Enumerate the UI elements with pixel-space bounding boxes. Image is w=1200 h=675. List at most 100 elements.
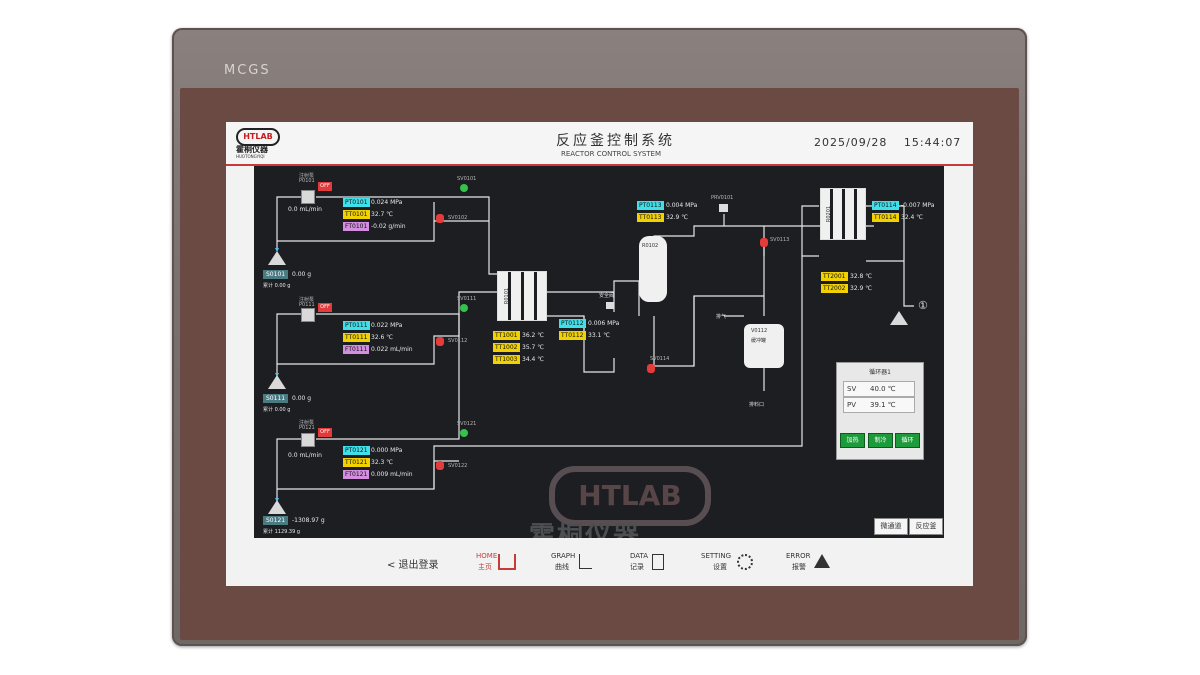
nav-error-en: ERROR bbox=[786, 552, 811, 560]
nav-setting-cn: 设置 bbox=[713, 563, 727, 571]
pv-row: PV 39.1 ℃ bbox=[843, 397, 915, 413]
valve-label-sv0102: SV0102 bbox=[448, 215, 468, 221]
valve-closed-icon[interactable] bbox=[760, 238, 768, 247]
micro-channel-button[interactable]: 微通道 bbox=[874, 518, 908, 535]
date-display: 2025/09/28 bbox=[814, 136, 888, 149]
ft-value-3: 0.009 mL/min bbox=[371, 471, 413, 478]
ft-value-1: -0.02 g/min bbox=[371, 223, 406, 230]
hmi-screen: HTLAB 霍桐仪器 HUOTONGYIQI 反应釜控制系统 REACTOR C… bbox=[226, 122, 973, 586]
reactor-button[interactable]: 反应釜 bbox=[909, 518, 943, 535]
pump-flow-1: 0.0 mL/min bbox=[288, 206, 322, 213]
pump-switch-1[interactable]: OFF bbox=[318, 182, 332, 191]
nav-graph[interactable]: GRAPH 曲线 bbox=[551, 552, 593, 574]
logo-cn: 霍桐仪器 bbox=[236, 145, 268, 154]
pump-switch-2[interactable]: OFF bbox=[318, 303, 332, 312]
home-icon bbox=[498, 554, 516, 570]
cycle-button[interactable]: 循环 bbox=[895, 433, 920, 448]
tt-tag-2: TT0111 bbox=[343, 333, 370, 342]
valve-closed-icon[interactable] bbox=[647, 364, 655, 373]
tt-value-2: 32.6 ℃ bbox=[371, 334, 394, 341]
pump-label-3: 注射泵 bbox=[299, 420, 315, 426]
valve-label-sv0122: SV0122 bbox=[448, 463, 468, 469]
flask-icon bbox=[890, 311, 908, 325]
pump-id-3: P0121 bbox=[299, 425, 315, 431]
tt0113-tag: TT0113 bbox=[637, 213, 664, 222]
scale-total-1: 累计 0.00 g bbox=[263, 283, 291, 289]
ft-tag-1: FT0101 bbox=[343, 222, 370, 231]
pump-id-2: P0111 bbox=[299, 302, 315, 308]
nav-home-en: HOME bbox=[476, 552, 498, 560]
exhaust-label: 排气 bbox=[716, 314, 727, 320]
header-divider bbox=[226, 164, 973, 166]
valve-closed-icon[interactable] bbox=[436, 214, 444, 223]
warning-icon bbox=[814, 554, 830, 568]
logout-button[interactable]: < 退出登录 bbox=[387, 560, 439, 571]
company-logo: HTLAB 霍桐仪器 HUOTONGYIQI bbox=[236, 128, 280, 159]
datetime: 2025/09/28 15:44:07 bbox=[814, 136, 961, 149]
nav-home[interactable]: HOME 主页 bbox=[476, 552, 518, 574]
pump-label-1: 注射泵 bbox=[299, 173, 315, 179]
flask-icon bbox=[268, 251, 286, 265]
tt1001-tag: TT1001 bbox=[493, 331, 520, 340]
valve-open-icon[interactable] bbox=[460, 184, 468, 192]
pump-icon[interactable] bbox=[301, 433, 315, 447]
gear-icon bbox=[737, 554, 753, 570]
tt1001-value: 36.2 ℃ bbox=[522, 332, 545, 339]
sv-label: SV bbox=[847, 385, 857, 393]
sv-row: SV 40.0 ℃ bbox=[843, 381, 915, 397]
scale-tag-2: S0111 bbox=[263, 394, 289, 403]
scale-value-1: 0.00 g bbox=[292, 271, 312, 278]
tt1003-value: 34.4 ℃ bbox=[522, 356, 545, 363]
vessel-r0102-label: R0102 bbox=[642, 243, 659, 249]
bottom-nav: < 退出登录 HOME 主页 GRAPH 曲线 DATA 记录 SETTING … bbox=[226, 538, 973, 586]
scale-total-3: 累计 1129.39 g bbox=[263, 529, 301, 535]
nav-home-cn: 主页 bbox=[478, 563, 492, 571]
pv-label: PV bbox=[847, 401, 857, 409]
valve-open-icon[interactable] bbox=[460, 429, 468, 437]
prv-label: PRV0101 bbox=[711, 195, 734, 201]
buffer-tank[interactable] bbox=[744, 324, 784, 368]
cool-button[interactable]: 制冷 bbox=[868, 433, 893, 448]
pump-switch-3[interactable]: OFF bbox=[318, 428, 332, 437]
tt2002-tag: TT2002 bbox=[821, 284, 848, 293]
valve-label-sv0114: SV0114 bbox=[650, 356, 670, 362]
pump-icon[interactable] bbox=[301, 190, 315, 204]
safety-valve-icon[interactable] bbox=[606, 302, 614, 309]
nav-data[interactable]: DATA 记录 bbox=[626, 552, 668, 574]
circulator-title: 循环器1 bbox=[869, 369, 891, 376]
vessel-r0102[interactable] bbox=[639, 236, 667, 302]
prv-valve-icon[interactable] bbox=[719, 204, 728, 212]
pt-value-3: 0.000 MPa bbox=[371, 447, 403, 454]
valve-label-sv0112: SV0112 bbox=[448, 338, 468, 344]
pump-icon[interactable] bbox=[301, 308, 315, 322]
valve-closed-icon[interactable] bbox=[436, 461, 444, 470]
tt1003-tag: TT1003 bbox=[493, 355, 520, 364]
page-subtitle: REACTOR CONTROL SYSTEM bbox=[561, 150, 662, 158]
pt0112-tag: PT0112 bbox=[559, 319, 586, 328]
scale-tag-1: S0101 bbox=[263, 270, 289, 279]
scale-total-2: 累计 0.00 g bbox=[263, 407, 291, 413]
tt-tag-3: TT0121 bbox=[343, 458, 370, 467]
valve-label-sv0101: SV0101 bbox=[457, 176, 477, 182]
reactor-r0101[interactable] bbox=[497, 271, 547, 321]
pump-flow-3: 0.0 mL/min bbox=[288, 452, 322, 459]
scale-value-3: -1308.97 g bbox=[292, 517, 325, 524]
sv-value[interactable]: 40.0 ℃ bbox=[870, 385, 896, 393]
nav-graph-en: GRAPH bbox=[551, 552, 576, 560]
logo-badge: HTLAB bbox=[236, 128, 280, 146]
reactor-r0201[interactable] bbox=[820, 188, 866, 240]
scale-tag-3: S0121 bbox=[263, 516, 289, 525]
tt-value-3: 32.3 ℃ bbox=[371, 459, 394, 466]
heat-button[interactable]: 加热 bbox=[840, 433, 865, 448]
pt-value-2: 0.022 MPa bbox=[371, 322, 403, 329]
valve-open-icon[interactable] bbox=[460, 304, 468, 312]
nav-error[interactable]: ERROR 报警 bbox=[786, 552, 836, 574]
pipe-lines bbox=[275, 196, 914, 502]
buffer-outlet-label: 排料口 bbox=[749, 402, 765, 408]
pt-tag-1: PT0101 bbox=[343, 198, 370, 207]
valve-closed-icon[interactable] bbox=[436, 337, 444, 346]
circulator-panel: 循环器1 SV 40.0 ℃ PV 39.1 ℃ 加热 制冷 循环 bbox=[836, 362, 924, 460]
pt-tag-3: PT0121 bbox=[343, 446, 370, 455]
nav-setting[interactable]: SETTING 设置 bbox=[701, 552, 753, 574]
pt0114-tag: PT0114 bbox=[872, 201, 899, 210]
